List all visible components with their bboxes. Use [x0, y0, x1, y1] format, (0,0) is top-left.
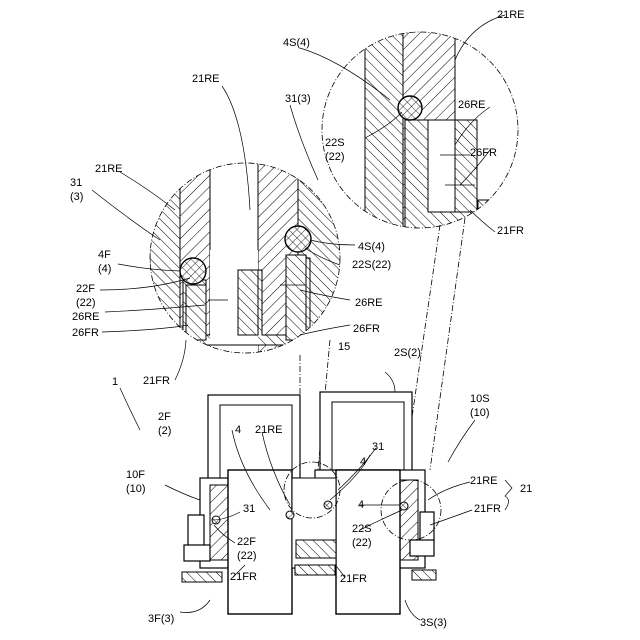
label-10F: 10F: [126, 469, 145, 481]
label-2S: 2S(2): [394, 347, 421, 359]
label-15: 15: [338, 341, 350, 353]
label-21FR-left: 21FR: [143, 375, 170, 387]
label-22S-main-paren: (22): [352, 537, 372, 549]
label-22F: 22F: [76, 283, 95, 295]
label-4-c: 4: [358, 499, 364, 511]
label-22F-main: 22F: [237, 536, 256, 548]
label-22F-paren: (22): [76, 297, 96, 309]
label-26FR-c: 26FR: [72, 327, 99, 339]
label-21FR-main-b: 21FR: [230, 571, 257, 583]
label-21RE-left: 21RE: [95, 163, 123, 175]
detail-circle-left: [150, 150, 343, 360]
label-21FR-main-c: 21FR: [340, 573, 367, 585]
label-26RE-a: 26RE: [458, 99, 486, 111]
label-10S: 10S: [470, 393, 490, 405]
label-26FR-b: 26FR: [353, 323, 380, 335]
label-22S-left: 22S(22): [352, 259, 391, 271]
label-21FR-right: 21FR: [497, 225, 524, 237]
label-3S: 3S(3): [420, 617, 447, 629]
label-4-b: 4: [360, 456, 366, 468]
main-assembly: [182, 392, 441, 614]
label-4S-left: 4S(4): [358, 241, 385, 253]
label-10F-paren: (10): [126, 483, 146, 495]
label-4F: 4F: [98, 249, 111, 261]
label-22S-top: 22S: [325, 137, 345, 149]
label-10S-paren: (10): [470, 407, 490, 419]
label-31-left: 31: [70, 177, 82, 189]
label-main-ref: 1: [112, 376, 118, 388]
label-22S-main: 22S: [352, 523, 372, 535]
label-21: 21: [520, 483, 532, 495]
label-31-left-paren: (3): [70, 191, 83, 203]
label-2F-paren: (2): [158, 425, 171, 437]
label-22S-top-paren: (22): [325, 151, 345, 163]
label-21FR-main-a: 21FR: [474, 503, 501, 515]
label-31-top: 31(3): [285, 93, 311, 105]
label-22F-main-paren: (22): [237, 550, 257, 562]
label-21RE-topright: 21RE: [497, 9, 525, 21]
label-26RE-b: 26RE: [355, 297, 383, 309]
label-4S-top: 4S(4): [283, 37, 310, 49]
label-4-a: 4: [235, 424, 241, 436]
label-21RE-main-a: 21RE: [255, 424, 283, 436]
label-3F: 3F(3): [148, 613, 174, 625]
label-26FR-a: 26FR: [470, 147, 497, 159]
label-31-main-left: 31: [243, 503, 255, 515]
label-4F-paren: (4): [98, 263, 111, 275]
detail-circle-right: [322, 20, 518, 235]
label-2F: 2F: [158, 411, 171, 423]
label-21RE-main-b: 21RE: [470, 475, 498, 487]
label-31-main-mid: 31: [372, 441, 384, 453]
label-26RE-c: 26RE: [72, 311, 100, 323]
label-21RE-topleft: 21RE: [192, 73, 220, 85]
